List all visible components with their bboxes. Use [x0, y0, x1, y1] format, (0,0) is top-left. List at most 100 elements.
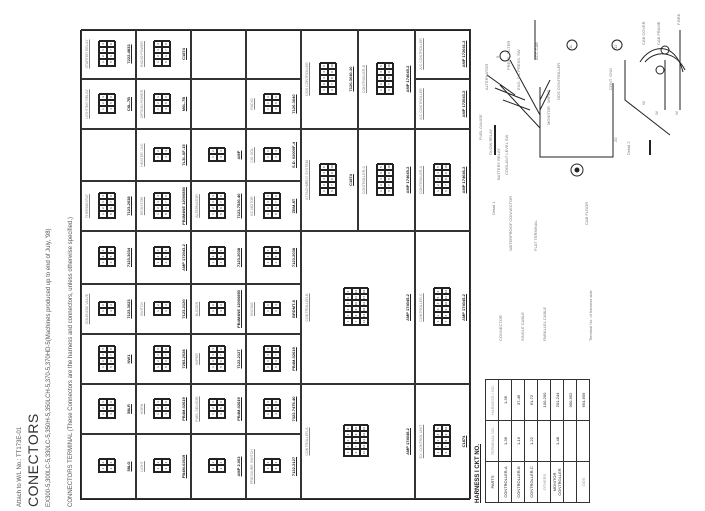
connector-cell: A/C CONTROLLER AMP 172043-2 — [415, 79, 471, 129]
connector-part-number: BRDMT-8 — [291, 300, 296, 318]
detail1-label: ACC CAB — [534, 42, 539, 60]
detail2-label: F.BRK — [676, 13, 681, 25]
connector-part-number: AMP 174046-2 — [461, 166, 466, 194]
detail1-label: GLOW RELAY — [488, 129, 493, 155]
connector-name: RESISTOR — [140, 196, 144, 216]
connector-part-number: 7283-2028 — [181, 349, 186, 369]
connector-part-number: PB4M-02619 — [181, 397, 186, 421]
detail2-title: Detail 2 — [626, 141, 631, 155]
detail1-label: MONITOR — [546, 106, 551, 125]
connector-part-number: 7L3L-6F-15 — [181, 144, 186, 166]
connector-part-number: NW1 — [126, 354, 131, 364]
detail1-label: CONT. GND — [608, 68, 613, 90]
detail2-label: CAB FRAME — [656, 21, 661, 45]
detail1-label: ALTERNATOR — [484, 64, 489, 90]
connector-name: RADIO — [250, 98, 254, 110]
connector-name: SWITCH — [140, 301, 144, 317]
connector-part-number: C1874 — [461, 435, 466, 448]
connector-name: A/C CONTROLLER — [419, 88, 423, 120]
connector-part-number: AMP 174045-2 — [405, 65, 410, 93]
connector-name: ENGINE — [250, 302, 254, 316]
connector-part-number: 7123-2120 — [181, 299, 186, 319]
connector-part-number: PB4M-02619 — [181, 454, 186, 479]
connector-part-number: AMP 172043-2 — [461, 90, 466, 118]
terminal-note: CONNECTORS TERMINAL (These Connectors ar… — [68, 216, 74, 507]
connector-part-number: 7122-2127 — [236, 349, 241, 369]
connector-cell — [191, 29, 246, 79]
connector-name: LIGHT — [140, 461, 144, 472]
harness-loop — [539, 83, 614, 158]
connector-part-number: 7322-7475-40 — [291, 396, 296, 422]
connector-part-number: C1874 — [348, 174, 353, 186]
connector-name: WIPER — [195, 353, 199, 365]
connector-name: PRESSURE SWITCH — [250, 449, 254, 484]
connector-cell — [191, 79, 246, 129]
callout-number: 9 — [495, 55, 500, 58]
connector-part-number: AMP 2.003 — [236, 456, 241, 477]
connector-name: A/C CONTROLLER — [419, 38, 423, 70]
detail2-label: CAB COVER — [641, 21, 646, 45]
connector-cell — [246, 29, 301, 79]
connector-name: CONTROLLER-B — [362, 64, 366, 94]
detail1-label: ODS CONTROLLER — [556, 63, 561, 100]
connector-part-number: 7123-2038 — [236, 247, 241, 268]
connector-part-number: C6L-7B — [126, 97, 131, 112]
connector-name: FUEL SENSOR — [195, 396, 199, 422]
connector-part-number: 7120-3040-10 — [348, 66, 353, 92]
connector-name: RADIO POWER — [140, 41, 144, 67]
connector-name: LIGHTING RELAY — [85, 89, 89, 119]
connector-name: CONTROLLER-A — [305, 427, 309, 456]
connector-part-number: AMP — [236, 150, 241, 160]
connector-part-number: 7123-3034 — [126, 247, 131, 268]
detail1-label: COOLANT LEVEL SW — [504, 135, 509, 175]
connector-part-number: 58LR — [126, 404, 131, 414]
connector-part-number: C1874 — [181, 48, 186, 60]
